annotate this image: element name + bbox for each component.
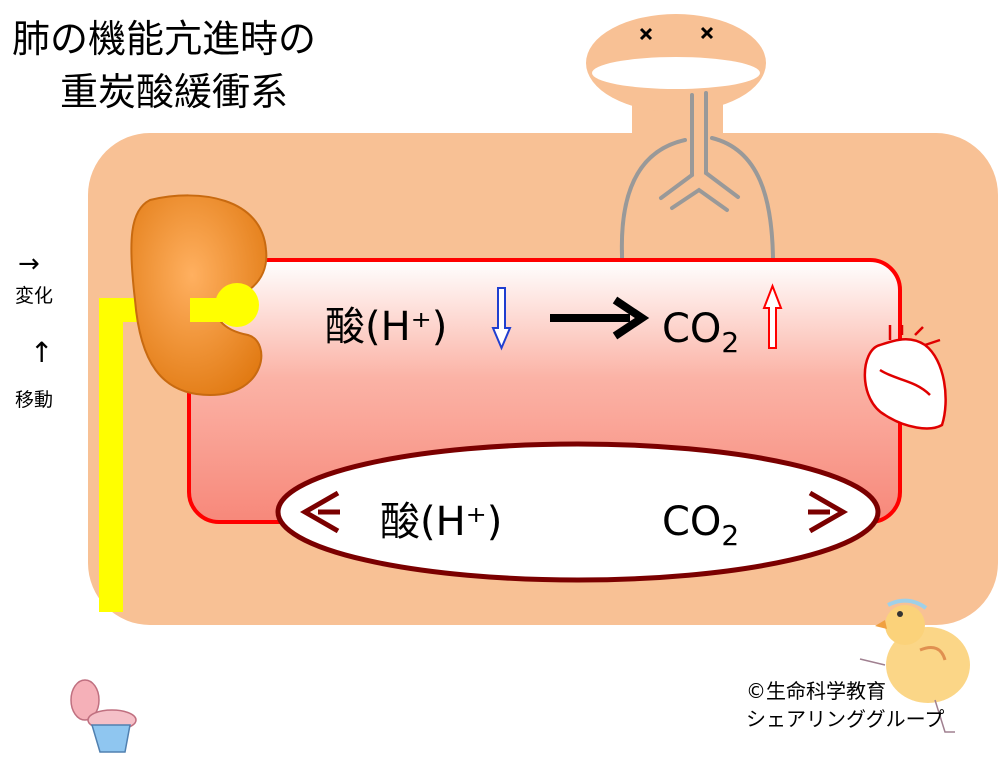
closed-eye-icon [639,26,714,41]
lungs-icon [619,91,775,260]
credit-line-1: ©生命科学教育 [746,679,886,703]
diffusion-chevron-left-icon [299,490,340,534]
legend-change-label: 変化 [15,285,53,307]
title-line-1: 肺の機能亢進時の [12,17,316,61]
diffusion-chevron-right-icon [808,490,849,534]
credit-line-2: シェアリンググループ [746,707,944,731]
tissue-co2-label: CO2 [662,499,739,552]
conversion-arrow-icon [550,296,650,340]
acid-decrease-arrow-icon [491,287,512,351]
tissue-compartment [275,441,881,583]
blood-acid-label: 酸(H⁺) [325,304,447,350]
head [586,14,766,112]
heart-icon [863,325,947,430]
blood-co2-label: CO2 [662,306,739,359]
kidney-icon [130,194,268,397]
legend-move-arrow-icon: ↑ [30,336,53,369]
toilet-icon [70,679,137,753]
co2-increase-arrow-icon [762,283,783,349]
legend-move-label: 移動 [15,389,53,411]
chick-mascot-icon [859,598,970,733]
tissue-acid-label: 酸(H⁺) [380,499,502,545]
title-line-2: 重炭酸緩衝系 [60,70,288,114]
legend-change-arrow-icon: → [18,249,40,279]
